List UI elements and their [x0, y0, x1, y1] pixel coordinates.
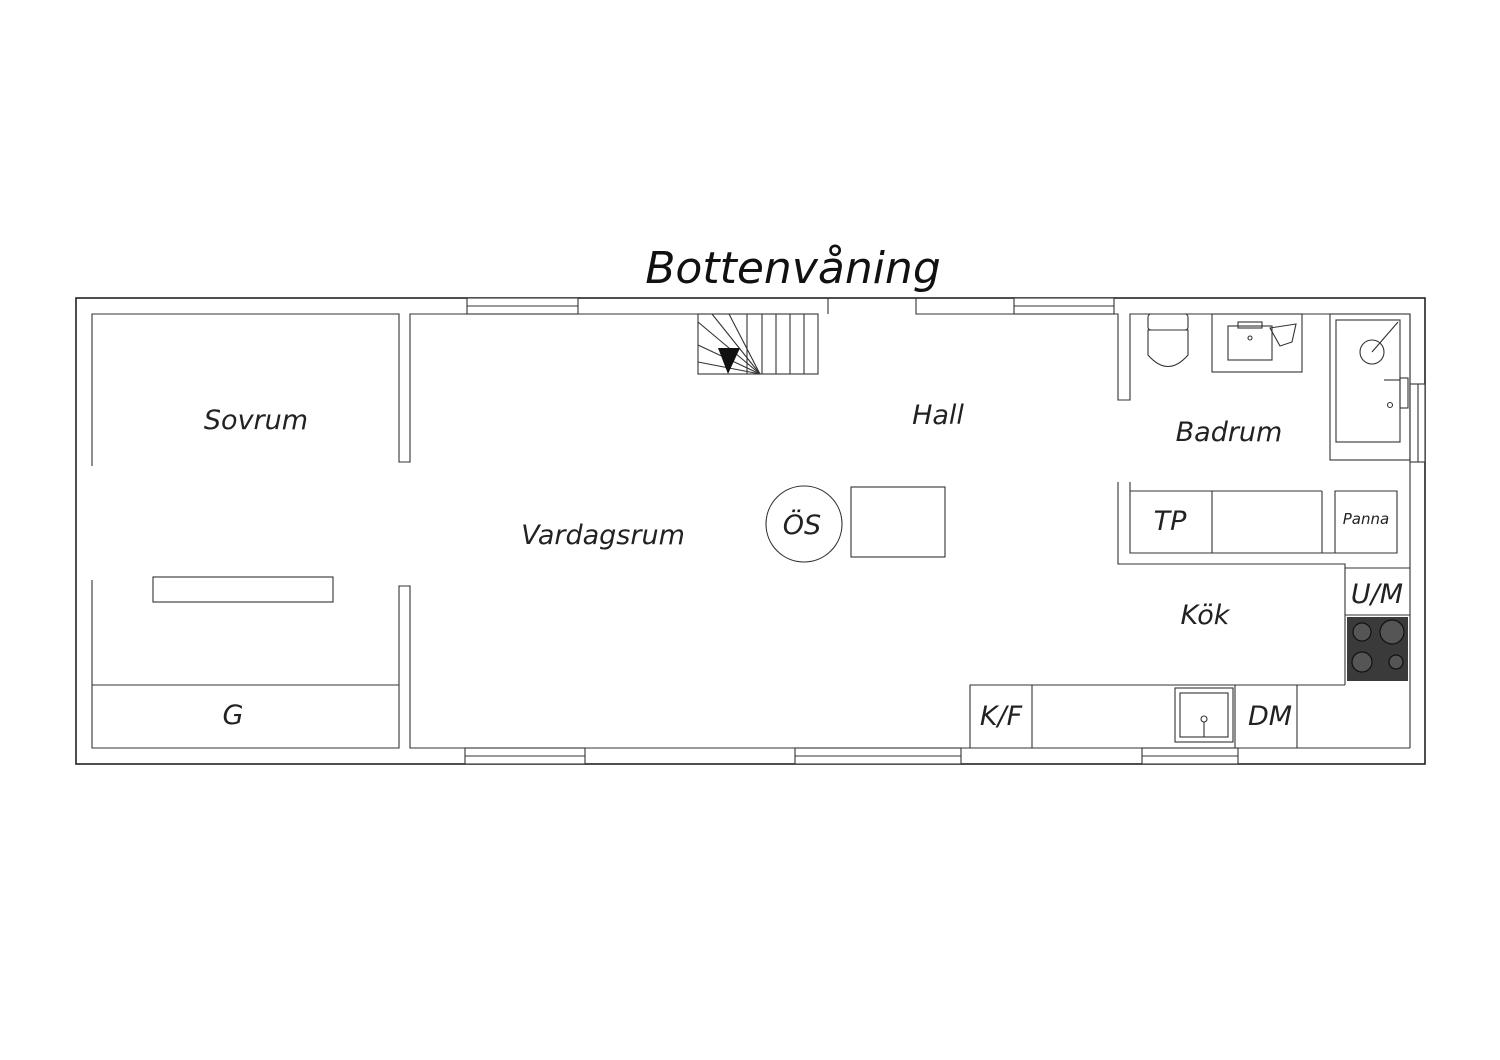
- utility-counter: [1117, 482, 1398, 685]
- room-label-sovrum: Sovrum: [204, 405, 308, 436]
- fixture-label-tp: TP: [1154, 506, 1187, 537]
- room-label-g: G: [223, 700, 244, 731]
- cooktop: [1345, 567, 1410, 681]
- windows: [464, 297, 1426, 765]
- staircase: [697, 313, 819, 375]
- room-label-hall: Hall: [912, 400, 964, 431]
- fixture-label-os: ÖS: [783, 509, 821, 541]
- fixture-label-kf: K/F: [980, 701, 1023, 732]
- fixture-label-panna: Panna: [1343, 510, 1389, 528]
- sovrum-furniture: [92, 576, 399, 686]
- stair-arrow-icon: [718, 348, 740, 374]
- room-label-badrum: Badrum: [1176, 417, 1283, 448]
- room-label-vardagsrum: Vardagsrum: [521, 520, 685, 551]
- bathroom-fixtures: [1147, 313, 1411, 461]
- sink-icon: [1174, 687, 1234, 743]
- floor-title: Bottenvåning: [645, 243, 941, 294]
- outer-walls: [75, 297, 1426, 765]
- stove-and-table: [765, 485, 946, 563]
- room-label-kok: Kök: [1181, 600, 1231, 631]
- kitchen-counter: [969, 684, 1345, 748]
- fixture-label-dm: DM: [1248, 701, 1292, 732]
- fixture-label-um: U/M: [1351, 579, 1403, 610]
